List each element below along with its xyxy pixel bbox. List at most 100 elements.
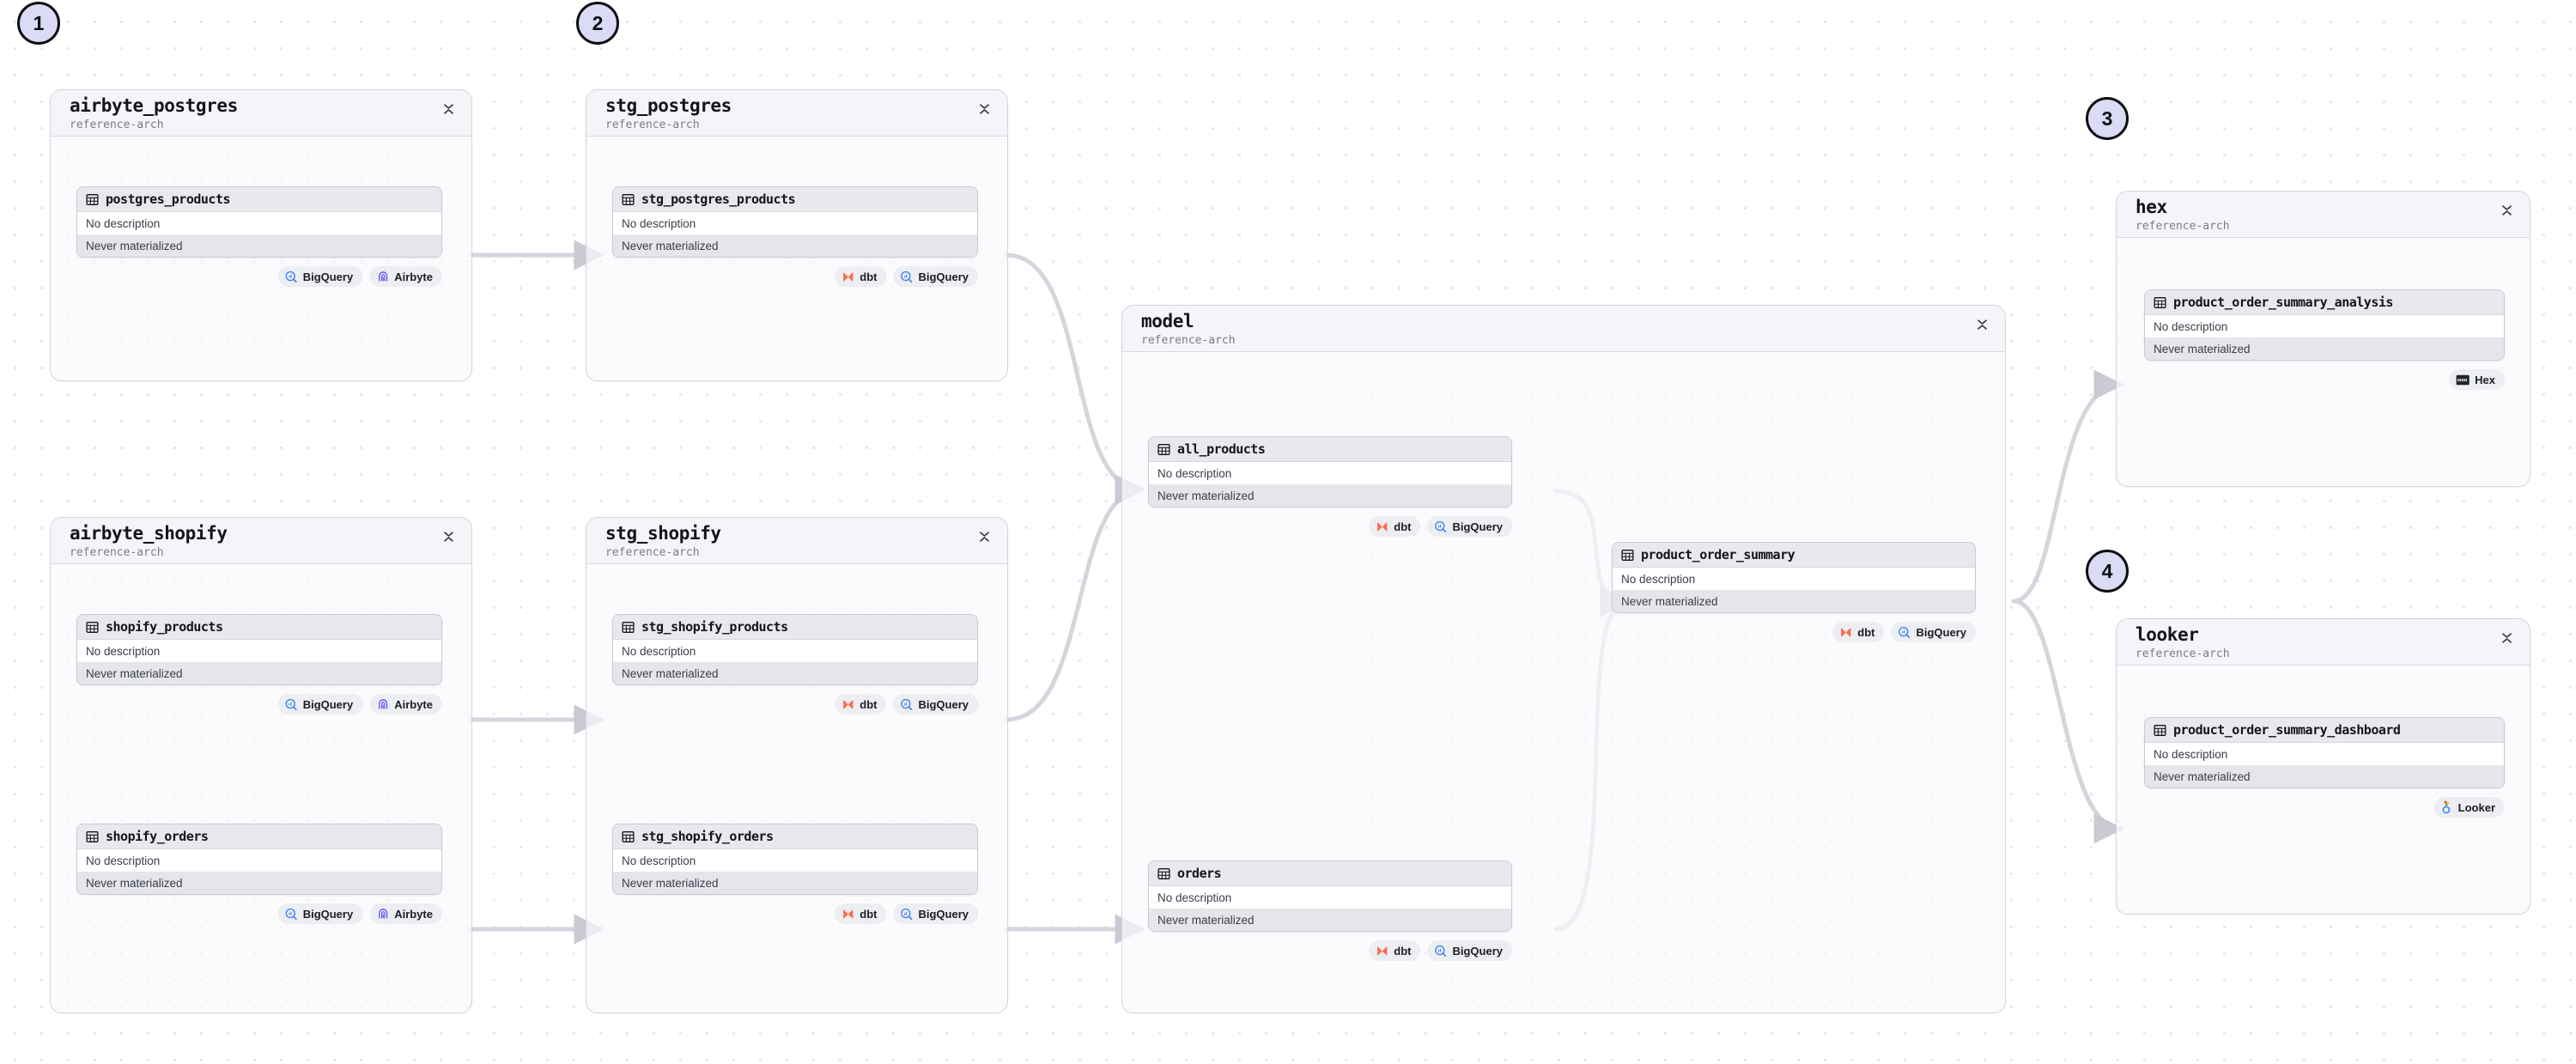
group-header-model[interactable]: model reference-arch — [1122, 306, 2005, 352]
tag-chip-airbyte[interactable]: Airbyte — [369, 266, 442, 287]
group-header-looker[interactable]: looker reference-arch — [2117, 619, 2530, 666]
chevron-collapse-icon[interactable] — [443, 531, 454, 543]
group-header-stg_postgres[interactable]: stg_postgres reference-arch — [586, 90, 1007, 137]
asset-node-product_order_summary[interactable]: product_order_summary No description Nev… — [1612, 542, 1976, 613]
asset-node-header: product_order_summary_dashboard — [2145, 718, 2504, 743]
tag-chip-bigquery[interactable]: BigQuery — [1427, 516, 1512, 537]
table-icon — [2154, 296, 2166, 308]
step-badge-3: 3 — [2086, 97, 2129, 140]
chevron-collapse-icon[interactable] — [443, 103, 454, 115]
asset-description: No description — [1149, 886, 1511, 909]
table-icon — [622, 193, 635, 205]
tag-chip-label: BigQuery — [918, 697, 969, 711]
table-icon — [622, 621, 635, 633]
tag-chip-airbyte[interactable]: Airbyte — [369, 903, 442, 924]
asset-tags-stg_postgres_products: dbt BigQuery — [835, 266, 978, 287]
asset-node-shopify_orders[interactable]: shopify_orders No description Never mate… — [76, 824, 442, 895]
collapse-toggle-hex[interactable] — [2499, 202, 2514, 219]
tag-chip-bigquery[interactable]: BigQuery — [277, 266, 363, 287]
asset-description: No description — [2145, 315, 2504, 337]
asset-description: No description — [77, 849, 441, 872]
tag-chip-label: Airbyte — [394, 270, 433, 283]
chevron-collapse-icon[interactable] — [1977, 319, 1988, 331]
asset-node-header: all_products — [1149, 437, 1511, 462]
asset-node-orders[interactable]: orders No description Never materialized — [1148, 860, 1512, 932]
group-title: hex — [2136, 197, 2167, 217]
step-badge-4: 4 — [2086, 550, 2129, 593]
group-subtitle: reference-arch — [70, 119, 164, 131]
asset-node-stg_postgres_products[interactable]: stg_postgres_products No description Nev… — [612, 186, 978, 258]
asset-materialization: Never materialized — [1613, 590, 1975, 612]
group-title: looker — [2136, 624, 2199, 645]
tag-chip-airbyte[interactable]: Airbyte — [369, 694, 442, 714]
asset-node-name: orders — [1177, 866, 1222, 881]
tag-chip-label: dbt — [860, 697, 878, 711]
tag-chip-bigquery[interactable]: BigQuery — [893, 266, 978, 287]
looker-icon — [2442, 800, 2451, 814]
group-title-wrap: hex reference-arch — [2136, 197, 2230, 233]
asset-node-postgres_products[interactable]: postgres_products No description Never m… — [76, 186, 442, 258]
asset-tags-postgres_products: BigQuery Airbyte — [277, 266, 442, 287]
group-airbyte_shopify[interactable]: airbyte_shopify reference-arch shopify_p… — [50, 517, 472, 1013]
bigquery-icon — [1435, 520, 1447, 532]
asset-node-stg_shopify_products[interactable]: stg_shopify_products No description Neve… — [612, 614, 978, 685]
bigquery-icon — [1435, 945, 1447, 957]
tag-chip-dbt[interactable]: dbt — [835, 903, 887, 924]
collapse-toggle-looker[interactable] — [2499, 629, 2514, 647]
group-looker[interactable]: looker reference-arch product_order_summ… — [2116, 618, 2530, 915]
asset-node-name: shopify_orders — [106, 829, 209, 844]
group-stg_shopify[interactable]: stg_shopify reference-arch stg_shopify_p… — [586, 517, 1008, 1013]
tag-chip-dbt[interactable]: dbt — [1369, 940, 1421, 961]
asset-materialization: Never materialized — [77, 234, 441, 257]
tag-chip-looker[interactable]: Looker — [2433, 797, 2505, 818]
tag-chip-bigquery[interactable]: BigQuery — [893, 694, 978, 714]
tag-chip-dbt[interactable]: dbt — [1832, 622, 1885, 642]
asset-tags-shopify_products: BigQuery Airbyte — [277, 694, 442, 714]
chevron-collapse-icon[interactable] — [979, 103, 990, 115]
collapse-toggle-airbyte_shopify[interactable] — [440, 528, 456, 545]
collapse-toggle-model[interactable] — [1974, 316, 1990, 333]
group-header-airbyte_postgres[interactable]: airbyte_postgres reference-arch — [51, 90, 471, 137]
asset-node-name: product_order_summary_analysis — [2173, 295, 2393, 310]
group-title-wrap: airbyte_postgres reference-arch — [70, 97, 238, 131]
group-stg_postgres[interactable]: stg_postgres reference-arch stg_postgres… — [586, 89, 1008, 381]
tag-chip-dbt[interactable]: dbt — [835, 694, 887, 714]
asset-node-header: product_order_summary_analysis — [2145, 290, 2504, 315]
asset-node-header: product_order_summary — [1613, 543, 1975, 568]
asset-description: No description — [1613, 568, 1975, 590]
collapse-toggle-stg_postgres[interactable] — [976, 100, 992, 118]
tag-chip-dbt[interactable]: dbt — [1369, 516, 1421, 537]
asset-tags-shopify_orders: BigQuery Airbyte — [277, 903, 442, 924]
group-header-stg_shopify[interactable]: stg_shopify reference-arch — [586, 518, 1007, 564]
tag-chip-label: dbt — [1394, 520, 1412, 533]
asset-node-product_order_summary_dashboard[interactable]: product_order_summary_dashboard No descr… — [2144, 717, 2505, 788]
tag-chip-bigquery[interactable]: BigQuery — [277, 694, 363, 714]
asset-node-product_order_summary_analysis[interactable]: product_order_summary_analysis No descri… — [2144, 289, 2505, 361]
group-header-hex[interactable]: hex reference-arch — [2117, 192, 2530, 238]
chevron-collapse-icon[interactable] — [979, 531, 990, 543]
collapse-toggle-stg_shopify[interactable] — [976, 528, 992, 545]
group-hex[interactable]: hex reference-arch product_order_summary… — [2116, 191, 2530, 487]
group-airbyte_postgres[interactable]: airbyte_postgres reference-arch postgres… — [50, 89, 472, 381]
tag-chip-bigquery[interactable]: BigQuery — [893, 903, 978, 924]
group-title: airbyte_postgres — [70, 95, 238, 116]
tag-chip-label: BigQuery — [1452, 944, 1503, 958]
chevron-collapse-icon[interactable] — [2501, 632, 2512, 644]
tag-chip-bigquery[interactable]: BigQuery — [1427, 940, 1512, 961]
hex-icon — [2456, 374, 2470, 385]
table-icon — [2154, 724, 2166, 736]
asset-node-all_products[interactable]: all_products No description Never materi… — [1148, 436, 1512, 508]
edge-product_order_summary-to-product_order_summary_dashboard — [2011, 599, 2124, 844]
collapse-toggle-airbyte_postgres[interactable] — [440, 100, 456, 118]
group-header-airbyte_shopify[interactable]: airbyte_shopify reference-arch — [51, 518, 471, 564]
tag-chip-bigquery[interactable]: BigQuery — [1891, 622, 1976, 642]
asset-node-stg_shopify_orders[interactable]: stg_shopify_orders No description Never … — [612, 824, 978, 895]
tag-chip-hex[interactable]: Hex — [2449, 369, 2505, 390]
asset-node-shopify_products[interactable]: shopify_products No description Never ma… — [76, 614, 442, 685]
asset-tags-stg_shopify_orders: dbt BigQuery — [835, 903, 978, 924]
group-model[interactable]: model reference-arch all_products No des… — [1121, 305, 2006, 1013]
tag-chip-dbt[interactable]: dbt — [835, 266, 887, 287]
chevron-collapse-icon[interactable] — [2501, 204, 2512, 216]
tag-chip-bigquery[interactable]: BigQuery — [277, 903, 363, 924]
